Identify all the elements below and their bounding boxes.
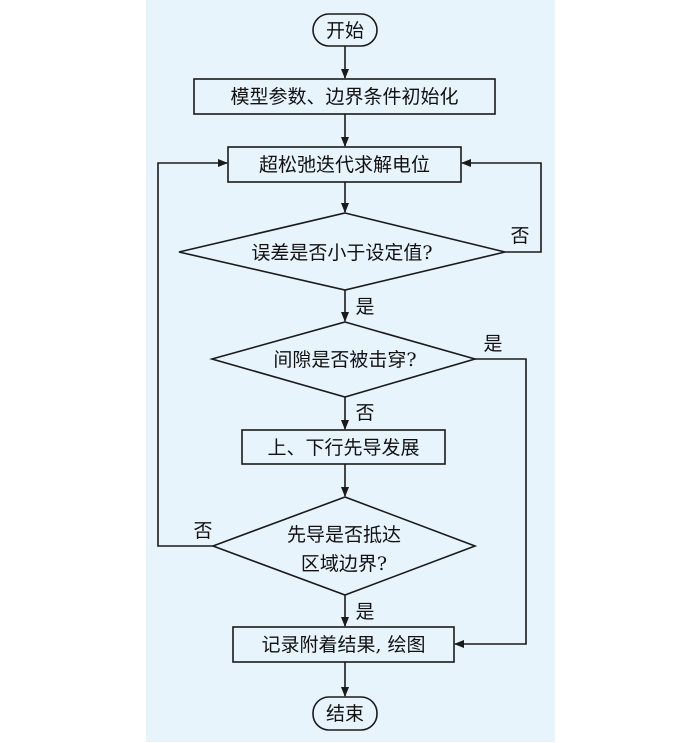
edge-label-boundary-yes: 是 [355,601,374,623]
edge-label-boundary-no: 否 [193,520,212,542]
boundary-check-diamond: 先导是否抵达 区域边界? [210,496,478,596]
edge-label-error-yes: 是 [355,296,374,318]
start-terminal: 开始 [312,13,378,47]
error-check-diamond: 误差是否小于设定值? [178,212,506,291]
end-terminal: 结束 [312,696,378,731]
init-label: 模型参数、边界条件初始化 [230,86,458,108]
init-box: 模型参数、边界条件初始化 [193,78,496,115]
edge-label-gap-no: 否 [355,402,374,424]
start-label: 开始 [326,20,364,42]
sor-solve-box: 超松弛迭代求解电位 [227,146,462,183]
end-label: 结束 [326,703,364,725]
boundary-check-label-line2: 区域边界? [301,553,387,575]
error-check-label: 误差是否小于设定值? [251,242,432,264]
edge-label-gap-yes: 是 [483,333,502,355]
record-results-label: 记录附着结果, 绘图 [261,634,425,656]
arrow-error-no-loop [461,159,542,253]
boundary-check-label-line1: 先导是否抵达 [287,524,401,546]
gap-breakdown-label: 间隙是否被击穿? [273,349,416,371]
gap-breakdown-diamond: 间隙是否被击穿? [209,321,478,398]
record-results-box: 记录附着结果, 绘图 [232,626,455,663]
arrow-gap-yes [454,358,527,648]
leader-development-label: 上、下行先导发展 [267,437,419,459]
arrow-boundary-no-loop [157,159,228,547]
edge-label-error-no: 否 [510,225,529,247]
sor-solve-label: 超松弛迭代求解电位 [259,154,430,176]
leader-development-box: 上、下行先导发展 [241,429,446,465]
